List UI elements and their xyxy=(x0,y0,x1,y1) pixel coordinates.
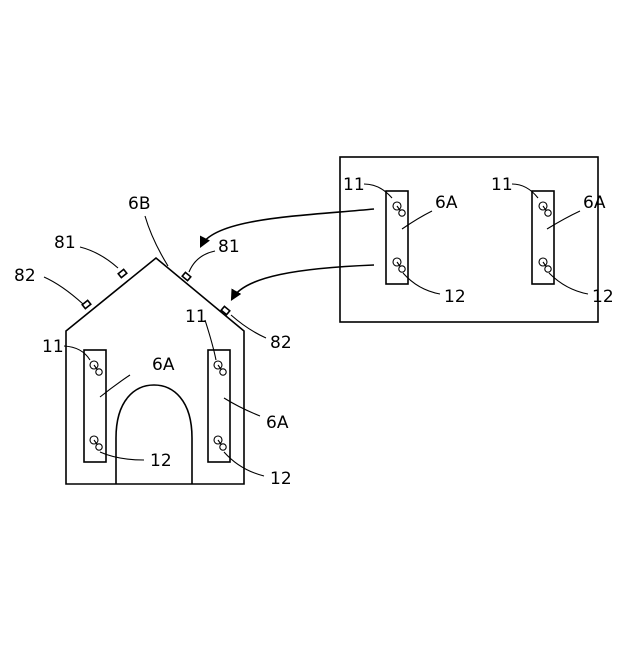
house-right-hook-lower xyxy=(214,436,226,450)
house-label-11-left: 11 xyxy=(42,337,64,357)
label-6B: 6B xyxy=(128,194,150,214)
leader-house-11-left xyxy=(64,346,90,360)
panel-label-6A-right: 6A xyxy=(583,193,606,213)
panel-label-11-left: 11 xyxy=(343,175,365,195)
leader-82-left xyxy=(44,277,83,304)
leader-panel-6A-right xyxy=(547,211,580,229)
panel-left-hook-lower xyxy=(393,258,405,272)
house-label-12-right: 12 xyxy=(270,469,292,489)
panel-label-12-left: 12 xyxy=(444,287,466,307)
wall-panel xyxy=(340,157,598,322)
label-81-left: 81 xyxy=(54,233,76,253)
roof-magnet-81-right xyxy=(182,272,191,280)
panel-label-12-right: 12 xyxy=(592,287,614,307)
panel-right-hook-lower xyxy=(539,258,551,272)
panel-label-11-right: 11 xyxy=(491,175,513,195)
panel-left-hook-upper xyxy=(393,202,405,216)
leader-81-left xyxy=(80,247,118,268)
label-82-right: 82 xyxy=(270,333,292,353)
leader-81-right xyxy=(189,251,215,272)
label-82-left: 82 xyxy=(14,266,36,286)
house-left-hook-lower xyxy=(90,436,102,450)
house-label-6A-left: 6A xyxy=(152,355,175,375)
roof-magnet-81-left xyxy=(118,269,127,277)
house-label-12-left: 12 xyxy=(150,451,172,471)
panel-label-6A-left: 6A xyxy=(435,193,458,213)
house-label-11-right: 11 xyxy=(185,307,207,327)
leader-house-6A-left xyxy=(100,375,130,397)
house-label-6A-right: 6A xyxy=(266,413,289,433)
panel-right-hook-upper xyxy=(539,202,551,216)
roof-magnet-82-left xyxy=(82,300,91,308)
arrow-to-roof-right xyxy=(232,265,374,299)
leader-house-11-right xyxy=(205,320,216,360)
leader-panel-12-right xyxy=(549,273,588,294)
leader-panel-6A-left xyxy=(402,211,432,229)
leader-82-right xyxy=(231,315,266,338)
house-right-hook-upper xyxy=(214,361,226,375)
label-81-right: 81 xyxy=(218,237,240,257)
house-left-hook-upper xyxy=(90,361,102,375)
